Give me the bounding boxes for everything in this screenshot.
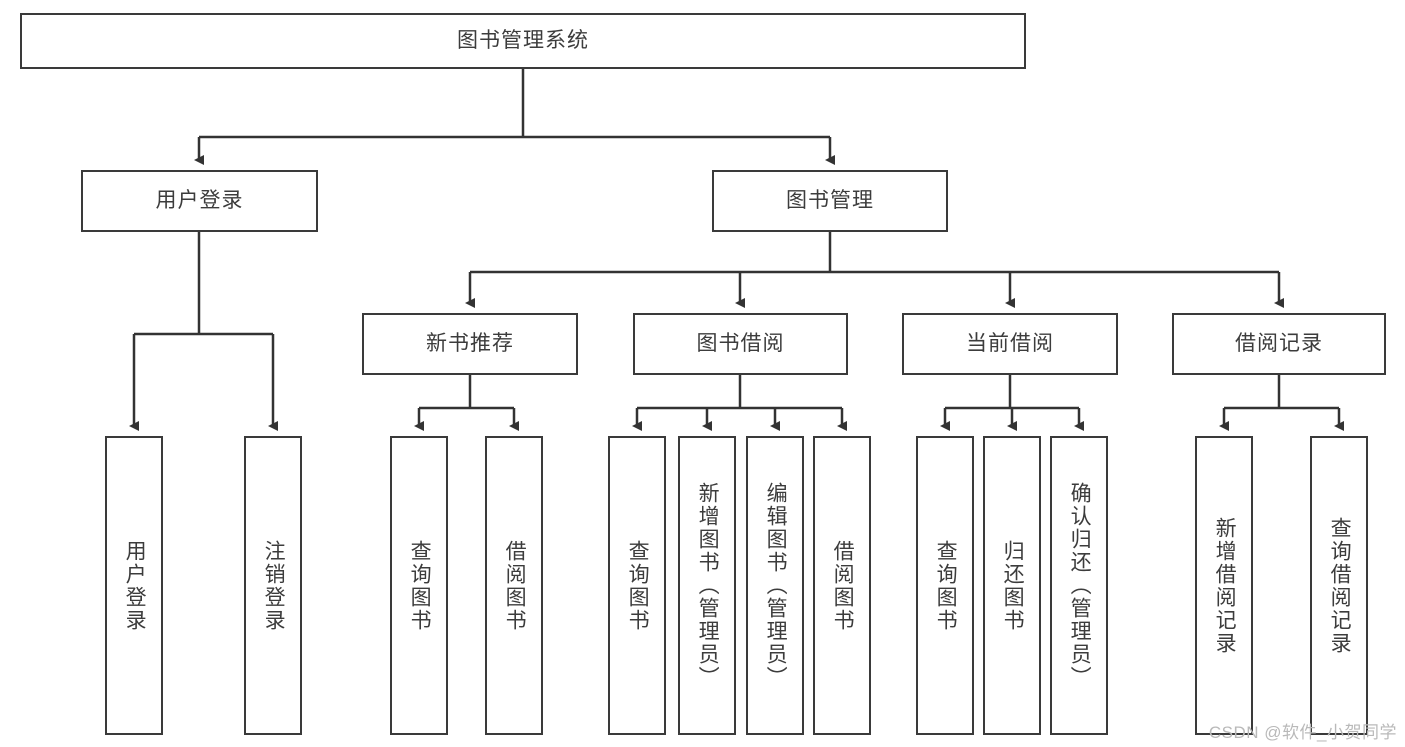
watermark-text: CSDN @软件_小贺同学 — [1208, 723, 1397, 742]
edges-root-to-level1 — [194, 69, 835, 165]
edges-userlogin-to-leaves — [129, 232, 278, 431]
node-label: 借阅图书 — [831, 539, 855, 632]
node-label: 图书管理 — [786, 189, 874, 213]
leaf-current-borrow-query[interactable]: 查询图书 — [916, 436, 974, 735]
node-label: 用户登录 — [123, 539, 147, 632]
leaf-new-book-borrow[interactable]: 借阅图书 — [485, 436, 543, 735]
edges-bookborrow-to-leaves — [632, 375, 847, 431]
node-current-borrow[interactable]: 当前借阅 — [902, 313, 1118, 375]
leaf-borrow-record-add[interactable]: 新增借阅记录 — [1195, 436, 1253, 735]
node-label: 借阅记录 — [1235, 332, 1323, 356]
node-label: 借阅图书 — [503, 539, 527, 632]
edges-borrowrecord-to-leaves — [1219, 375, 1344, 431]
edges-currentborrow-to-leaves — [940, 375, 1084, 431]
node-root-library-system[interactable]: 图书管理系统 — [20, 13, 1026, 69]
leaf-current-borrow-return[interactable]: 归还图书 — [983, 436, 1041, 735]
edges-newbook-to-leaves — [414, 375, 519, 431]
node-label: 新增借阅记录 — [1213, 516, 1237, 655]
leaf-user-login-login[interactable]: 用户登录 — [105, 436, 163, 735]
node-label: 查询借阅记录 — [1328, 516, 1352, 655]
leaf-book-borrow-borrow[interactable]: 借阅图书 — [813, 436, 871, 735]
leaf-user-login-logout[interactable]: 注销登录 — [244, 436, 302, 735]
leaf-book-borrow-query[interactable]: 查询图书 — [608, 436, 666, 735]
node-label: 查询图书 — [408, 539, 432, 632]
leaf-book-borrow-edit[interactable]: 编辑图书（管理员） — [746, 436, 804, 735]
node-label: 图书管理系统 — [457, 29, 589, 53]
leaf-current-borrow-confirm-return[interactable]: 确认归还（管理员） — [1050, 436, 1108, 735]
node-label: 图书借阅 — [696, 332, 785, 356]
node-new-book-recommend[interactable]: 新书推荐 — [362, 313, 578, 375]
node-label: 归还图书 — [1001, 539, 1025, 632]
leaf-borrow-record-query[interactable]: 查询借阅记录 — [1310, 436, 1368, 735]
edges-bookmgmt-to-level2 — [465, 232, 1284, 308]
node-label: 确认归还（管理员） — [1068, 482, 1092, 689]
node-label: 用户登录 — [155, 189, 244, 213]
leaf-book-borrow-add[interactable]: 新增图书（管理员） — [678, 436, 736, 735]
node-book-management[interactable]: 图书管理 — [712, 170, 948, 232]
node-label: 当前借阅 — [966, 332, 1054, 356]
node-label: 查询图书 — [626, 539, 650, 632]
node-label: 新书推荐 — [426, 332, 514, 356]
node-label: 注销登录 — [262, 539, 286, 632]
node-label: 查询图书 — [934, 539, 958, 632]
node-label: 编辑图书（管理员） — [764, 482, 788, 689]
node-book-borrow[interactable]: 图书借阅 — [633, 313, 848, 375]
node-borrow-record[interactable]: 借阅记录 — [1172, 313, 1386, 375]
leaf-new-book-query[interactable]: 查询图书 — [390, 436, 448, 735]
node-user-login[interactable]: 用户登录 — [81, 170, 318, 232]
node-label: 新增图书（管理员） — [696, 482, 720, 689]
